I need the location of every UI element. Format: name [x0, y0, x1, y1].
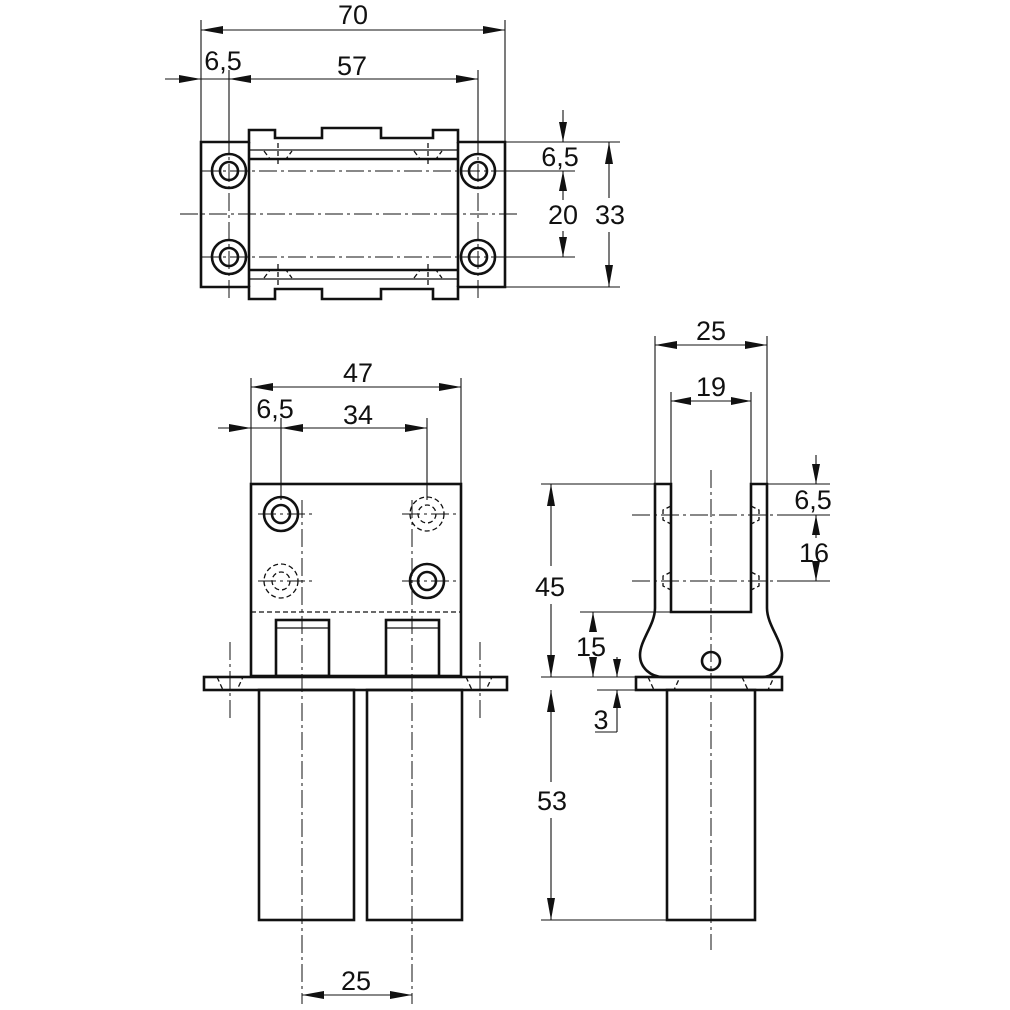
- dim-top-hole-vertical: 20: [548, 200, 578, 230]
- front-view-flange: [202, 675, 509, 692]
- front-view-tube-left: [257, 688, 356, 922]
- dim-side-pivot-height: 15: [576, 632, 606, 662]
- side-view-hidden-holes: [662, 505, 760, 591]
- side-view-flange: [634, 675, 784, 692]
- front-view-dimensions: 47 6,5 34 25: [218, 358, 462, 999]
- dim-side-flange-thickness: 3: [593, 705, 608, 735]
- dim-front-tube-spacing: 25: [341, 966, 371, 996]
- dim-side-outer-width: 25: [696, 316, 726, 346]
- dim-front-width: 47: [343, 358, 373, 388]
- dim-top-hole-spacing: 57: [337, 51, 367, 81]
- top-view-dimensions: 70 6,5 57 6,5 20 33: [165, 0, 625, 288]
- dim-front-hole-spacing: 34: [343, 400, 373, 430]
- dim-side-slot-width: 19: [696, 372, 726, 402]
- front-view-plate: [249, 482, 463, 678]
- dim-side-tube-length: 53: [537, 786, 567, 816]
- dim-top-edge-offset: 6,5: [204, 46, 242, 76]
- hidden-countersinks: [263, 143, 443, 286]
- dim-top-overall-height: 33: [595, 200, 625, 230]
- front-view: [202, 482, 509, 1004]
- dim-side-hole-spacing: 16: [799, 538, 829, 568]
- side-view-dimensions: 25 19 6,5 16 45 15: [535, 316, 832, 921]
- front-view-flange-countersinks: [216, 676, 493, 691]
- dim-top-side-offset: 6,5: [541, 142, 579, 172]
- dim-side-top-offset: 6,5: [794, 485, 832, 515]
- top-view: [180, 126, 520, 301]
- front-view-tube-right: [365, 688, 464, 922]
- mounting-hole-bottom-left: [210, 238, 248, 276]
- side-view: [632, 470, 784, 950]
- dim-top-overall-width: 70: [338, 0, 368, 30]
- front-hole-bottom-right: [408, 562, 446, 600]
- side-view-flange-countersinks: [647, 676, 775, 691]
- dim-front-edge-offset: 6,5: [256, 394, 294, 424]
- dim-side-height: 45: [535, 572, 565, 602]
- front-hole-top-right-hidden: [409, 496, 445, 532]
- front-hole-bottom-left-hidden: [263, 563, 299, 599]
